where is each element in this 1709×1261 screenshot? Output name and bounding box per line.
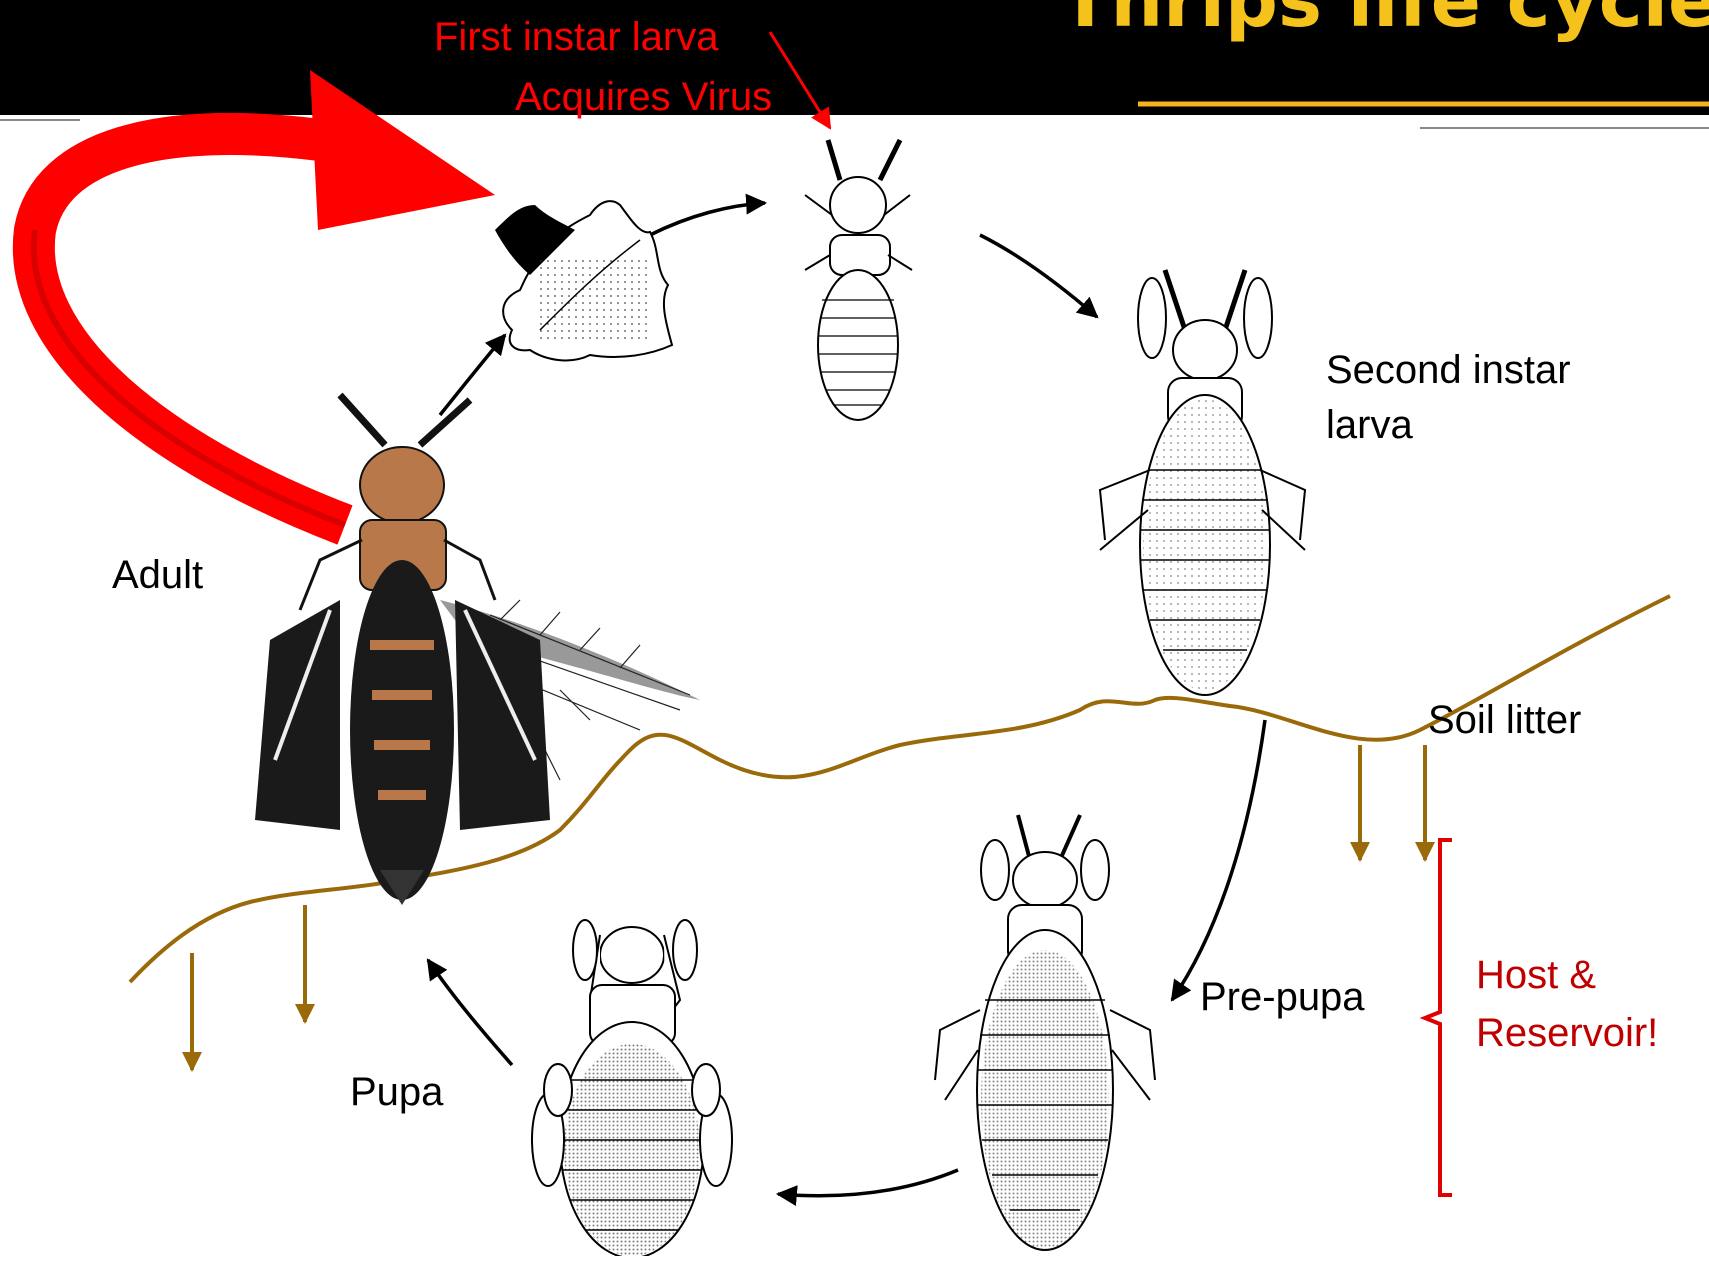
label-soil-litter: Soil litter (1428, 695, 1581, 746)
leaf-icon (495, 201, 672, 360)
label-second-instar: Second instar (1326, 345, 1571, 396)
label-first-instar-larva: First instar larva (434, 12, 719, 63)
label-acquires-virus: Acquires Virus (515, 72, 772, 123)
second-instar-larva-icon (1100, 270, 1305, 695)
label-pupa: Pupa (350, 1067, 443, 1118)
slide-title: Thrips life cycle (1060, 0, 1709, 44)
pre-pupa-icon (935, 815, 1155, 1250)
label-host: Host & (1476, 950, 1596, 1001)
adult-thrips-icon (255, 395, 700, 905)
pupa-icon (532, 920, 732, 1256)
label-reservoir: Reservoir! (1476, 1008, 1658, 1059)
host-reservoir-bracket (1425, 840, 1452, 1195)
first-instar-larva-icon (805, 140, 912, 420)
label-adult: Adult (112, 550, 203, 601)
label-pre-pupa: Pre-pupa (1200, 972, 1365, 1023)
label-second-instar-larva: larva (1326, 400, 1413, 451)
